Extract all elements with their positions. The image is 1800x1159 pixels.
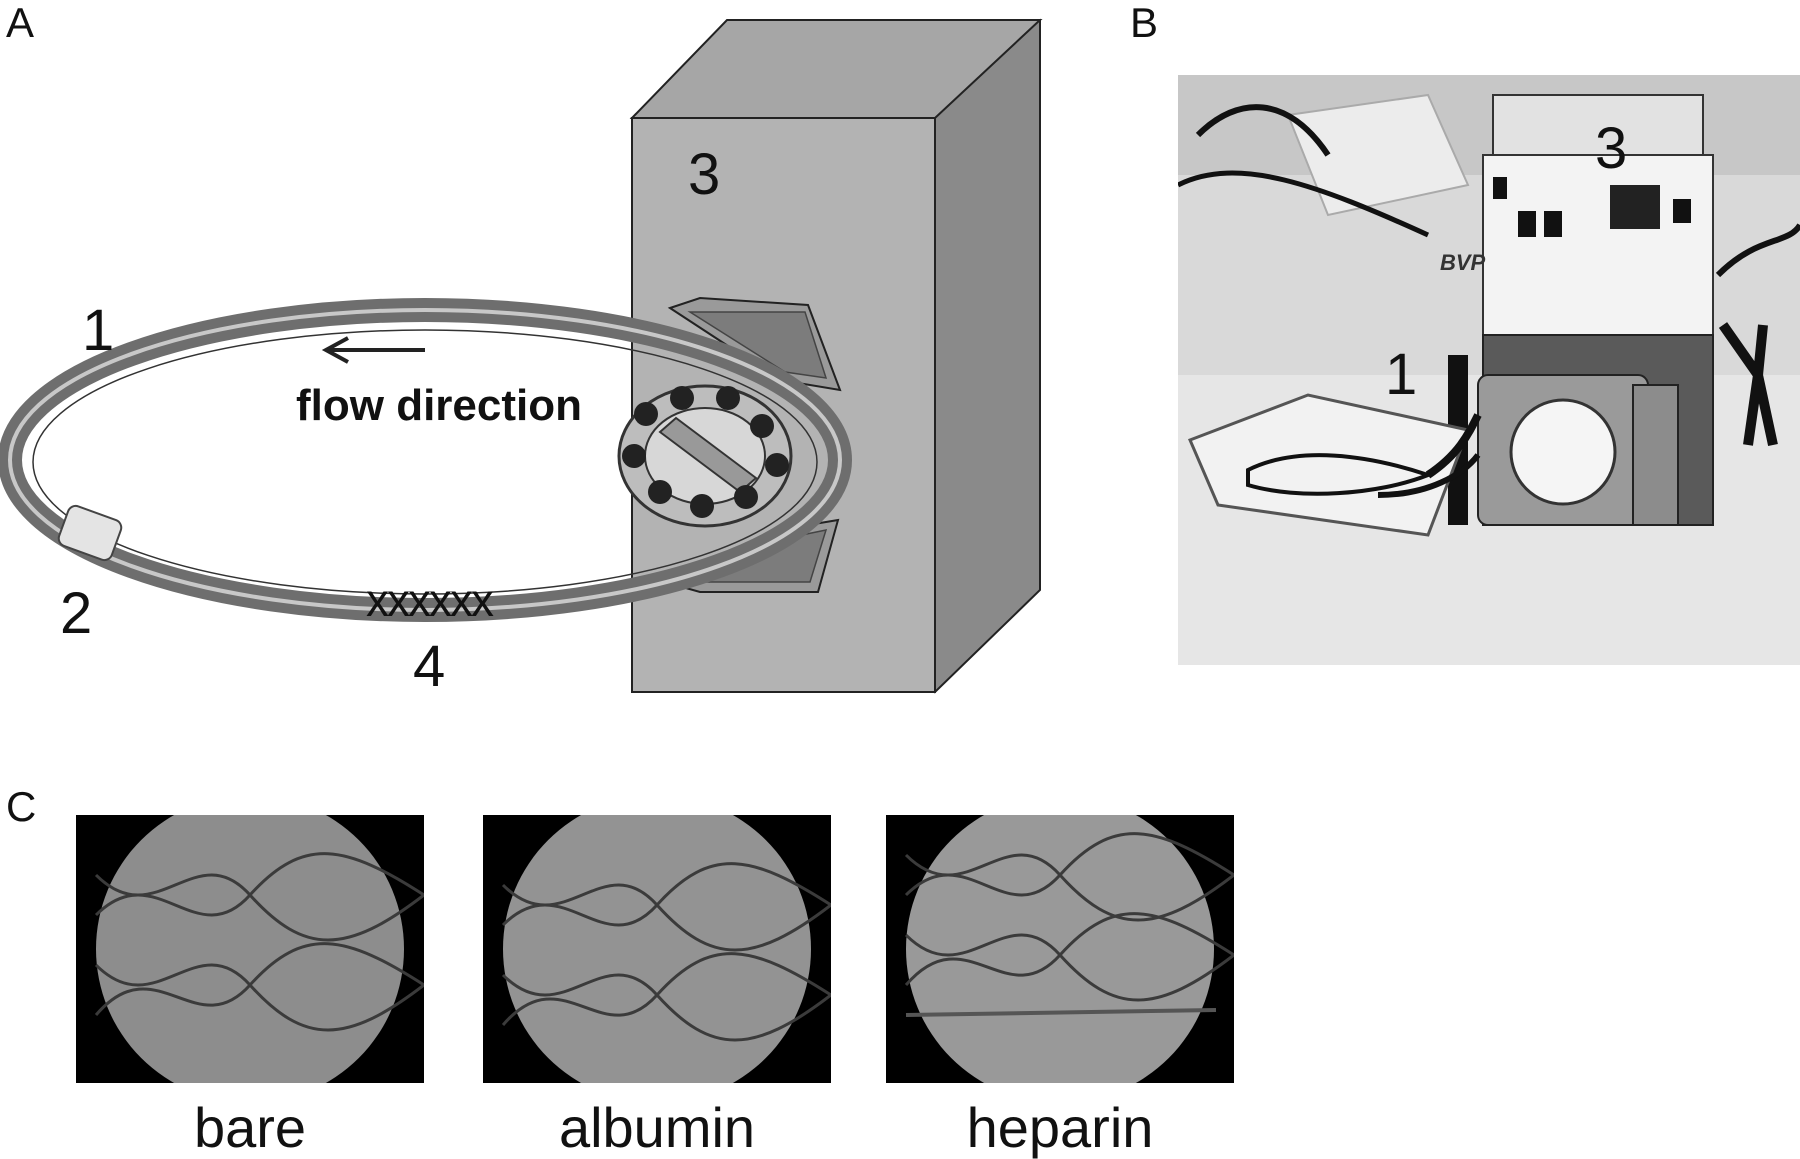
label-2-sample: 2 (60, 581, 93, 646)
caption-albumin: albumin (558, 1096, 756, 1159)
label-3-pump: 3 (688, 142, 721, 207)
device-model-label: BVP (1440, 250, 1486, 275)
panel-a-letter: A (6, 0, 35, 46)
label-1-tubing: 1 (82, 298, 115, 363)
panel-a-diagram (0, 18, 1043, 694)
label-4: 4 (413, 634, 446, 699)
sample-holder (57, 504, 123, 562)
panel-b-photo (1178, 75, 1800, 665)
pump-device (1482, 154, 1714, 336)
flow-arrow-icon (321, 336, 425, 364)
photo-label-1: 1 (1385, 342, 1418, 407)
image-heparin (886, 815, 1234, 1083)
image-bare (76, 815, 424, 1083)
flow-direction-label: flow direction (296, 381, 582, 430)
photo-label-3: 3 (1595, 116, 1628, 181)
panel-b-letter: B (1130, 0, 1159, 46)
pump-rotor (1509, 398, 1617, 506)
roller-head (617, 384, 793, 528)
image-albumin (483, 815, 831, 1083)
crossing-marks: xxxxxx (366, 574, 494, 626)
caption-bare: bare (193, 1096, 307, 1159)
caption-heparin: heparin (966, 1096, 1154, 1159)
panel-c-letter: C (6, 783, 37, 830)
